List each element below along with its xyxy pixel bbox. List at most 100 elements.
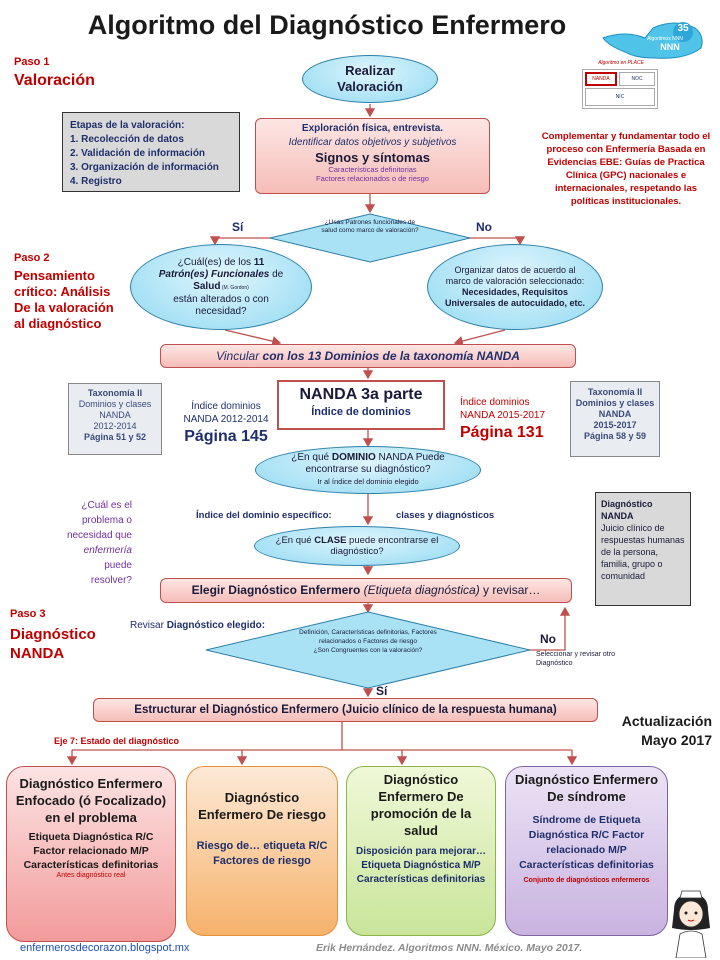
actualizacion: Actualización Mayo 2017 — [600, 712, 712, 750]
nanda3-title: NANDA 3a parte — [299, 386, 423, 403]
elegir-bar: Elegir Diagnóstico Enfermero (Etiqueta d… — [160, 578, 572, 603]
start-realizar-valoracion: Realizar Valoración — [302, 55, 438, 103]
indice-right: Índice dominios NANDA 2015-2017 Página 1… — [460, 396, 570, 441]
card-promocion: Diagnóstico Enfermero De promoción de la… — [346, 766, 496, 936]
cual-line: resolver? — [90, 575, 132, 586]
decision2-no: No — [540, 632, 556, 646]
patrones-italic: Patrón(es) Funcionales — [158, 268, 270, 280]
idx-left-line: NANDA 2012-2014 — [183, 414, 269, 425]
card-title: Diagnóstico Enfermero Enfocado (ó Focali… — [15, 776, 167, 825]
idx-right-line: NANDA 2015-2017 — [460, 410, 546, 421]
clase-question-oval: ¿En qué CLASE puede encontrarse el diagn… — [254, 526, 460, 566]
logo-number: 35 — [677, 23, 689, 34]
decision2-line1: Definición, Características definitorias… — [299, 629, 437, 645]
paso2-number: Paso 2 — [14, 252, 50, 264]
cual-line: enfermería — [83, 545, 132, 556]
paso2-line: al diagnóstico — [14, 316, 102, 331]
diagnostico-nanda-box: Diagnóstico NANDA Juicio clínico de resp… — [595, 492, 691, 606]
card-body: Disposición para mejorar… Etiqueta Diagn… — [355, 846, 487, 885]
patrones-oval: ¿Cuál(es) de los 11 Patrón(es) Funcional… — [130, 244, 312, 330]
card-title: Diagnóstico Enfermero De síndrome — [514, 772, 659, 804]
tax-right-line: Página 58 y 59 — [583, 431, 647, 441]
elegir-italic: (Etiqueta diagnóstica) — [363, 583, 480, 597]
revisar-label: Revisar Diagnóstico elegido: — [130, 620, 266, 631]
patrones-text: ¿Cuál(es) de los 11 — [177, 256, 265, 268]
lamp-icon — [602, 22, 703, 59]
decision2-yes: Sí — [376, 684, 388, 698]
decision1-yes: Sí — [232, 220, 244, 234]
paso2-line: Pensamiento — [14, 268, 95, 283]
place-caption: Algoritmo en PLACE — [598, 60, 644, 66]
elegir-bold: Elegir Diagnóstico Enfermero — [191, 583, 364, 597]
eje7-label: Eje 7: Estado del diagnóstico — [54, 736, 180, 746]
place-diagram: Algoritmo en PLACE NANDA NOC NIC — [580, 60, 660, 110]
vincular-bar: Vincular con los 13 Dominios de la taxon… — [160, 344, 576, 368]
dominio-question-oval: ¿En qué DOMINIO NANDA Puede encontrarse … — [255, 446, 481, 494]
footer-author: Erik Hernández. Algoritmos NNN. México. … — [316, 942, 583, 954]
tax-right-line: 2015-2017 — [593, 420, 637, 430]
paso2-line: crítico: Análisis — [14, 284, 111, 299]
etapas-item: 1. Recolección de datos — [70, 134, 184, 145]
idx-left-line: Índice dominios — [191, 401, 261, 412]
tax-left-line: Página 51 y 52 — [83, 432, 147, 442]
card-body: Síndrome de Etiqueta Diagnóstica R/C Fac… — [519, 814, 654, 871]
logo: 35 Algoritmos NNN NNN — [595, 8, 710, 64]
tax-right-line: Taxonomía II — [587, 387, 643, 397]
exploracion-line2: Identificar datos objetivos y subjetivos — [288, 137, 457, 148]
card-note: Antes diagnóstico real — [56, 872, 126, 879]
elegir-rest: y revisar… — [479, 583, 541, 597]
paso1-number: Paso 1 — [14, 56, 50, 68]
cual-problema-text: ¿Cuál es el problema o necesidad que enf… — [56, 498, 132, 588]
complementar-note: Complementar y fundamentar todo el proce… — [541, 131, 711, 207]
tax-left-line: Dominios y clases NANDA — [78, 399, 152, 420]
exploracion-line4: Características definitorias — [328, 165, 417, 174]
signos-sintomas: Signos y síntomas — [315, 150, 430, 165]
decision1-text: ¿Usas Patrones funcionales de salud como… — [321, 219, 419, 234]
decision1-no: No — [476, 220, 492, 234]
indice-especifico: Índice del dominio específico: — [196, 510, 332, 521]
footer-blog: enfermerosdecorazon.blogspot.mx — [20, 942, 190, 954]
card-enfocado: Diagnóstico Enfermero Enfocado (ó Focali… — [6, 766, 176, 942]
paso2-name: Pensamiento crítico: Análisis De la valo… — [14, 268, 114, 332]
tax-left-line: Taxonomía II — [87, 388, 143, 398]
nanda-3a-box: NANDA 3a parte Índice de dominios — [277, 380, 445, 430]
tax-left-line: 2012-2014 — [93, 421, 137, 431]
card-body: Etiqueta Diagnóstica R/C Factor relacion… — [23, 831, 159, 871]
diag-nanda-title: Diagnóstico NANDA — [601, 499, 653, 521]
estructurar-bar: Estructurar el Diagnóstico Enfermero (Ju… — [93, 698, 598, 722]
card-body: Riesgo de… etiqueta R/C Factores de ries… — [196, 840, 328, 867]
place-noc: NOC — [619, 72, 655, 86]
actualizacion-line2: Mayo 2017 — [641, 732, 712, 748]
organizar-line1: Organizar datos de acuerdo al marco de v… — [445, 265, 585, 286]
idx-left-page: Página 145 — [184, 428, 268, 445]
nanda3-sub: Índice de dominios — [311, 406, 411, 418]
card-sindrome: Diagnóstico Enfermero De síndrome Síndro… — [505, 766, 668, 936]
cual-line: problema o — [81, 515, 132, 526]
page-title: Algoritmo del Diagnóstico Enfermero — [87, 10, 567, 40]
etapas-item: 3. Organización de información — [70, 162, 219, 173]
card-title: Diagnóstico Enfermero De promoción de la… — [370, 772, 472, 838]
actualizacion-line1: Actualización — [621, 713, 712, 729]
nurse-icon — [672, 890, 710, 959]
paso1-name: Valoración — [14, 72, 95, 89]
tax-right-line: Dominios y clases NANDA — [575, 398, 655, 419]
paso3-line: Diagnóstico — [10, 626, 96, 643]
etapas-item: 4. Registro — [70, 176, 122, 187]
paso3-line: NANDA — [10, 645, 65, 662]
paso2-line: De la valoración — [14, 300, 114, 315]
realizar-line1: Realizar — [345, 63, 395, 78]
etapas-item: 2. Validación de información — [70, 148, 206, 159]
cual-line: necesidad que — [66, 530, 132, 541]
cual-line: ¿Cuál es el — [81, 500, 132, 511]
diag-nanda-text: Juicio clínico de respuestas humanas de … — [601, 523, 685, 581]
place-nic: NIC — [585, 88, 655, 106]
logo-nnn: NNN — [660, 42, 680, 52]
taxonomia-left: Taxonomía II Dominios y clases NANDA 201… — [68, 383, 162, 455]
decision2-line2: ¿Son Congruentes con la valoración? — [313, 647, 423, 654]
card-title: Diagnóstico Enfermero De riesgo — [198, 790, 326, 822]
organizar-oval: Organizar datos de acuerdo al marco de v… — [427, 244, 603, 330]
realizar-line2: Valoración — [337, 79, 403, 94]
patrones-line4: necesidad? — [195, 305, 247, 317]
idx-right-page: Página 131 — [460, 424, 544, 441]
paso3-name: Diagnóstico NANDA — [10, 625, 96, 663]
